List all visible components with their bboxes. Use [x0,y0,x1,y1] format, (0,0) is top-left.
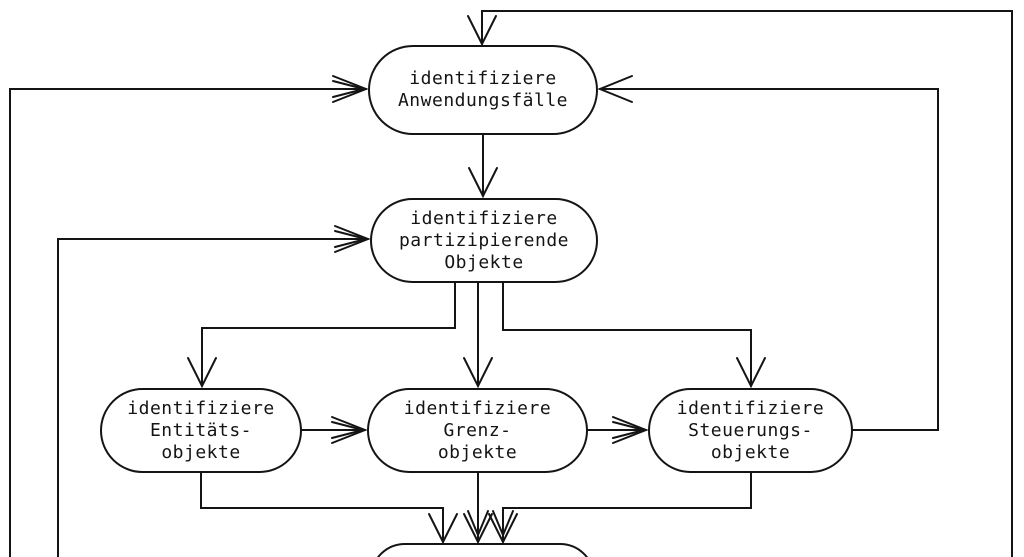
arrowhead-right-icon [612,421,645,439]
edge-partizipierende-to-steuerungs [502,282,766,389]
arrowhead-down-icon [187,357,217,389]
arrowhead-right-icon [334,225,371,253]
arrowhead-right-icon [612,416,649,444]
arrowhead-down-icon [467,510,489,538]
arrowhead-down-icon [467,15,497,47]
edge-anwendungsfaelle-to-partizipierende [468,134,498,199]
arrowhead-down-icon [463,513,493,545]
arrowhead-right-icon [332,80,365,98]
node-label: identifiziere Anwendungsfälle [397,68,569,111]
edge-steuerungs-to-anwendungsfaelle [597,75,939,431]
arrowhead-right-icon [331,416,368,444]
node-identifiziere-steuerungsobjekte: identifiziere Steuerungs- objekte [648,388,853,473]
arrowhead-right-icon [331,421,364,439]
edge-loop-top-into-anwendungsfaelle [467,10,1013,557]
edge-partizipierende-to-entitaets [187,282,456,389]
node-label: identifiziere partizipierende Objekte [398,207,570,273]
arrowhead-down-icon [468,167,498,199]
edge-steuerungs-to-weitere [488,472,752,545]
arrowhead-right-icon [334,230,367,248]
arrowhead-down-icon [492,510,514,538]
arrowhead-left-icon [597,75,633,103]
node-cutoff-bottom [370,543,595,557]
edge-entitaets-to-grenz [301,416,368,444]
node-label: identifiziere Entitäts- objekte [127,397,275,463]
edge-entitaets-to-weitere [200,472,458,545]
arrowhead-down-icon [428,513,458,545]
arrowhead-down-icon [463,357,493,389]
edge-grenz-to-steuerungs [587,416,649,444]
node-identifiziere-entitaetsobjekte: identifiziere Entitäts- objekte [100,388,302,473]
arrowhead-right-icon [332,75,369,103]
node-identifiziere-partizipierende-objekte: identifiziere partizipierende Objekte [370,198,598,283]
node-label: identifiziere Grenz- objekte [403,397,552,463]
edge-partizipierende-to-grenz [463,282,493,389]
edge-loop-left-into-anwendungsfaelle [9,75,369,557]
node-identifiziere-anwendungsfaelle: identifiziere Anwendungsfälle [368,45,598,135]
arrowhead-down-icon [488,513,518,545]
node-identifiziere-grenzobjekte: identifiziere Grenz- objekte [367,388,588,473]
arrowhead-down-icon [736,357,766,389]
node-label: identifiziere Steuerungs- objekte [676,397,825,463]
edge-grenz-to-weitere [463,472,493,545]
edge-loop-left-into-partizipierende [57,225,371,557]
